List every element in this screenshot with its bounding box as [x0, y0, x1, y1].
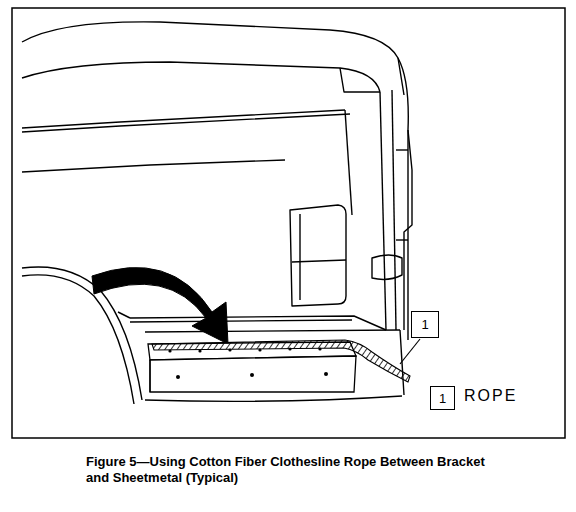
- pointer-arrow: [92, 267, 228, 344]
- leader-line: [400, 339, 420, 364]
- bed-outline: [22, 22, 412, 404]
- part-name: ROPE: [464, 387, 517, 405]
- rope: [152, 340, 410, 382]
- callout-box: 1: [430, 386, 455, 410]
- callout-number: 1: [439, 391, 446, 406]
- callout-number: 1: [421, 317, 428, 332]
- figure-frame: [12, 8, 565, 438]
- figure-caption: Figure 5—Using Cotton Fiber Clothesline …: [86, 454, 506, 486]
- bracket-holes: [168, 347, 328, 379]
- callout-box: 1: [411, 311, 439, 338]
